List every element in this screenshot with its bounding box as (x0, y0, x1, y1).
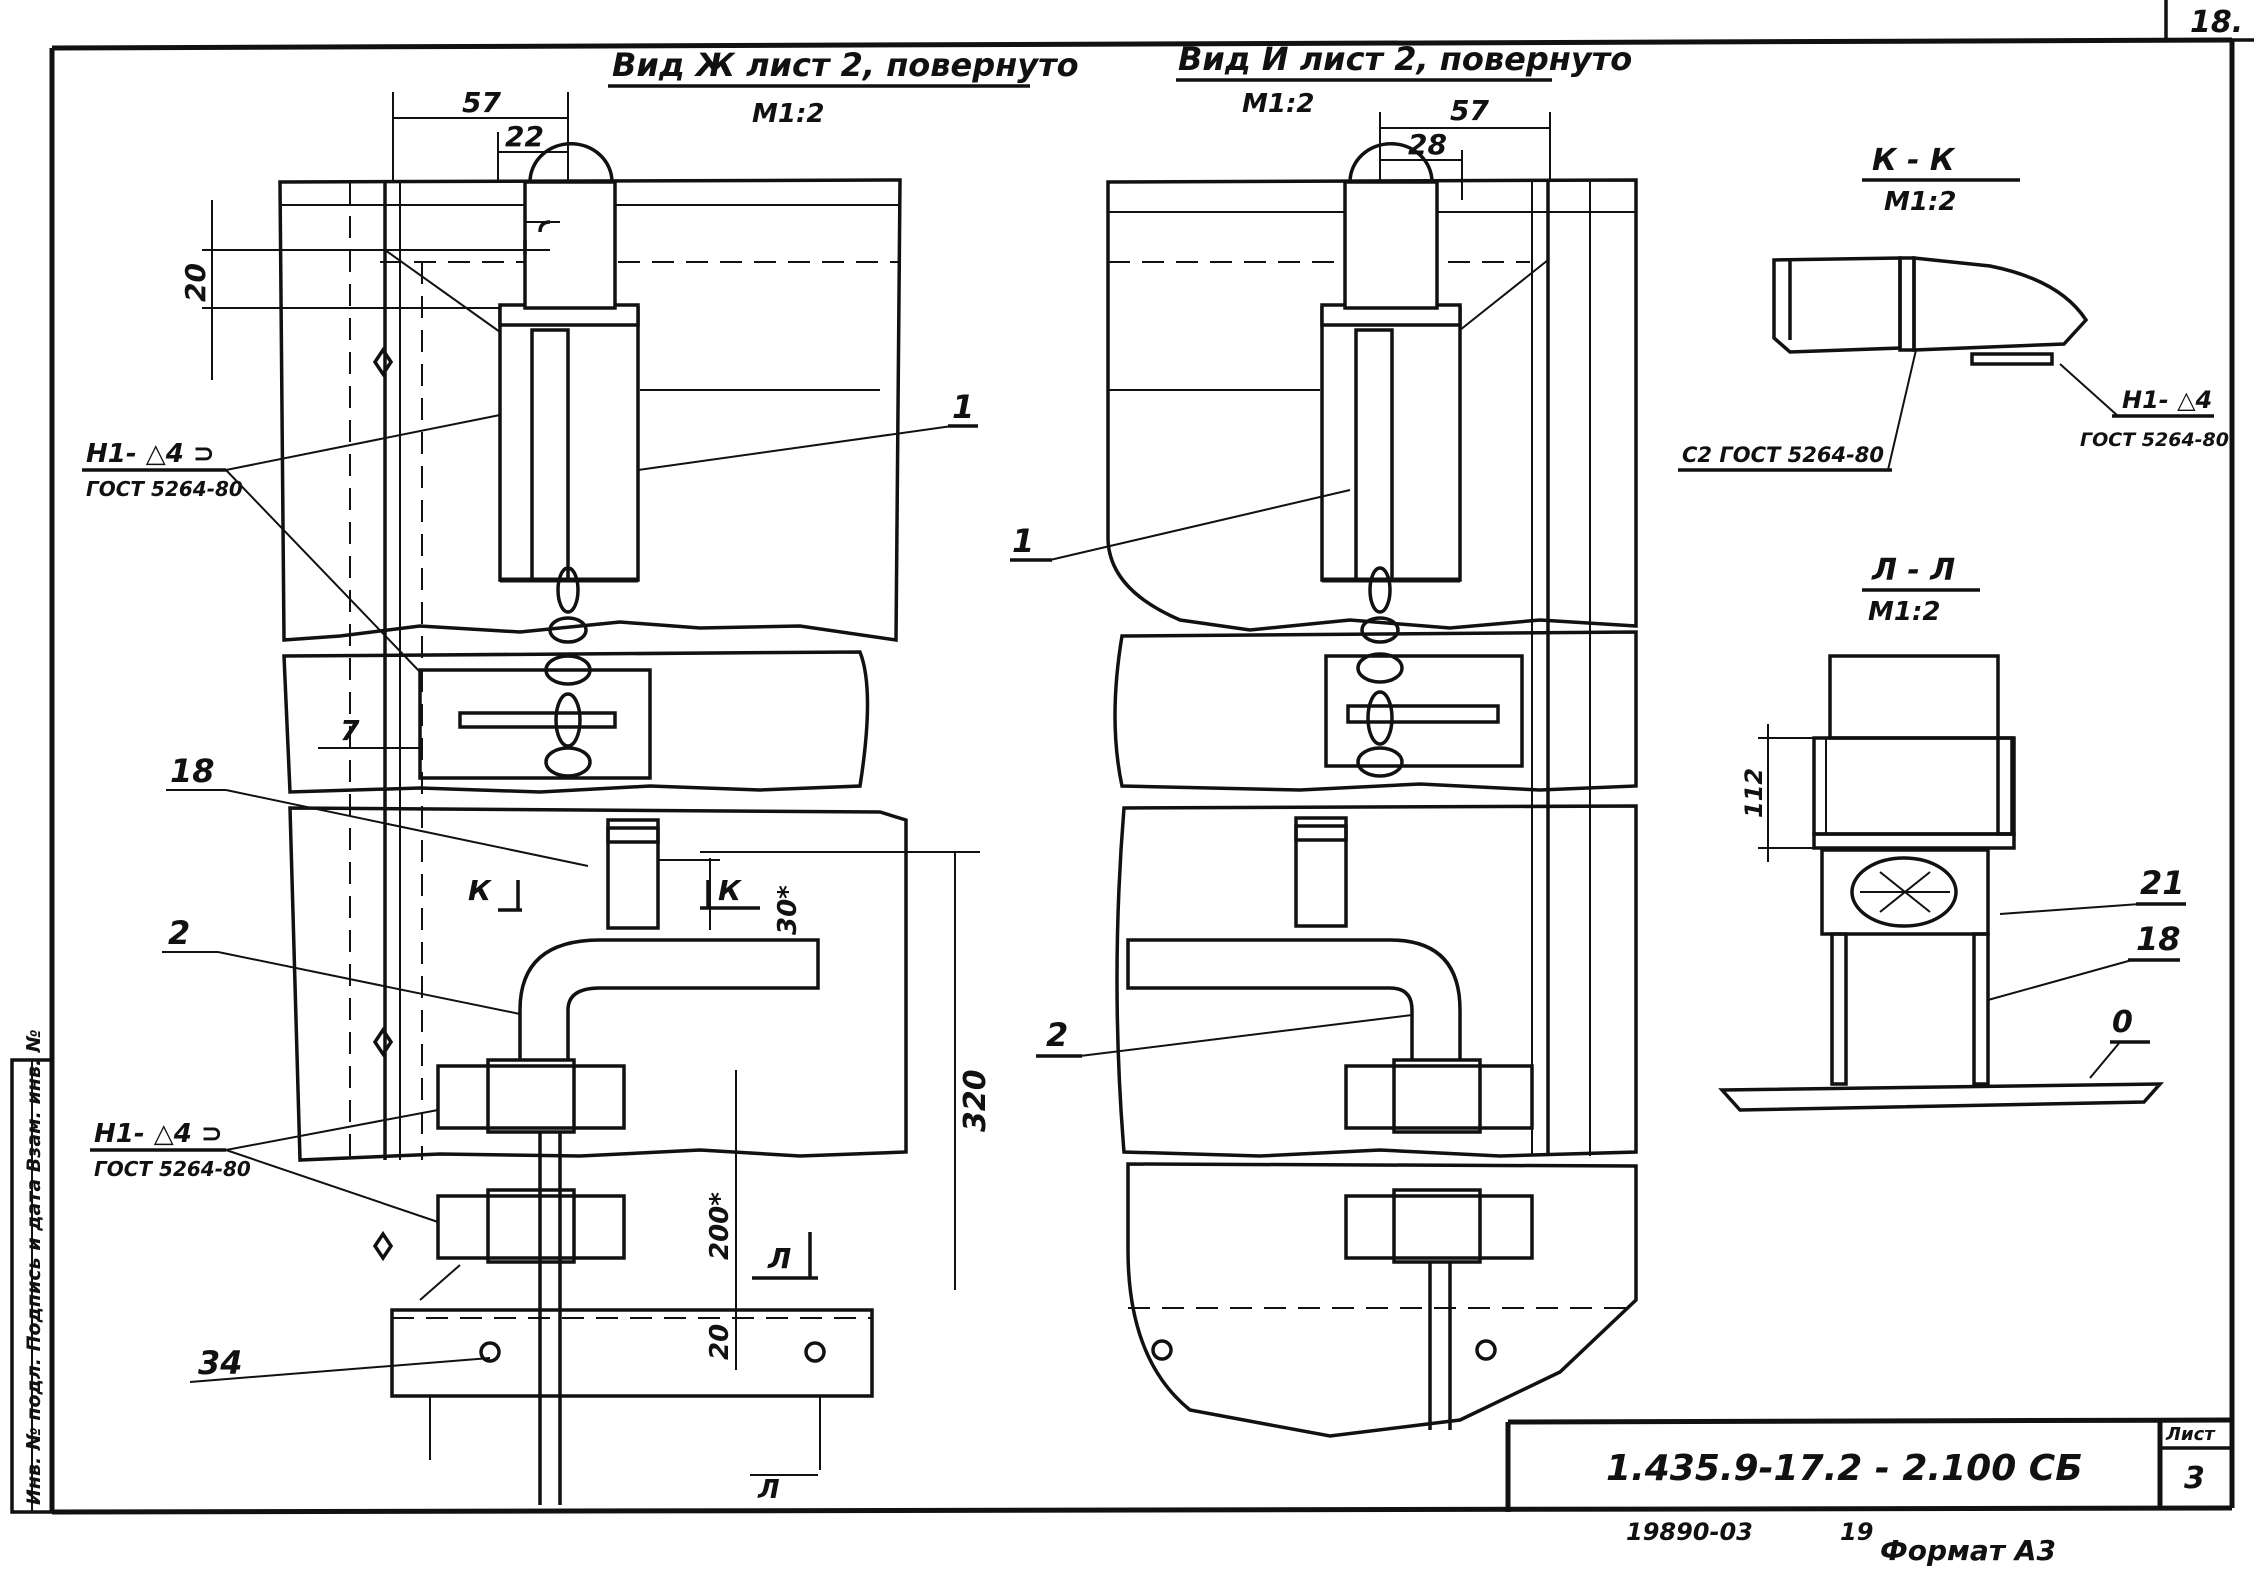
view-i-scale: M1:2 (1242, 89, 1314, 119)
dim-zh-20b: 20 (705, 1324, 735, 1360)
sheet-label: Лист (2165, 1424, 2216, 1445)
section-mark-l-bottom: Л (757, 1475, 780, 1505)
dim-zh-22: 22 (505, 120, 544, 153)
footer-format: Формат А3 (1880, 1534, 2056, 1567)
callout-zh-2: 2 (168, 914, 190, 952)
dim-zh-20: 20 (179, 263, 212, 302)
footer-num: 19 (1840, 1518, 1873, 1546)
dim-zh-200: 200* (705, 1192, 735, 1260)
view-i: Вид И лист 2, повернуто M1:2 (1010, 40, 1638, 1438)
sheet-number: 18. (2190, 5, 2243, 40)
sheet-value: 3 (2184, 1461, 2205, 1496)
weld-kk-std: ГОСТ 5264-80 (2080, 429, 2229, 451)
section-kk-scale: M1:2 (1884, 187, 1956, 217)
section-kk: К - К M1:2 С2 ГОСТ 5264-80 Н1- △4 ГОСТ 5… (1678, 143, 2229, 472)
weld-left-top-std: ГОСТ 5264-80 (86, 477, 243, 501)
section-ll: Л - Л M1:2 112 21 18 0 (1718, 553, 2186, 1112)
section-kk-title: К - К (1872, 143, 1956, 178)
callout-ll-18: 18 (2136, 920, 2181, 958)
sheet-frame (49, 0, 2254, 1515)
callout-zh-1: 1 (952, 388, 974, 426)
chain-links (544, 566, 592, 778)
callout-i-1: 1 (1012, 522, 1034, 560)
dim-zh-7: 7 (340, 714, 360, 747)
dim-ll-112: 112 (1740, 768, 1768, 818)
view-zh-title: Вид Ж лист 2, повернуто (612, 46, 1079, 84)
section-ll-scale: M1:2 (1868, 597, 1940, 627)
callout-i-2: 2 (1046, 1016, 1068, 1054)
weld-left-bottom-symbol: Н1- △4 ⊃ (94, 1119, 223, 1149)
view-i-title: Вид И лист 2, повернуто (1178, 40, 1632, 78)
section-mark-l-mid: Л (767, 1242, 791, 1275)
view-zh-scale: M1:2 (752, 99, 824, 129)
side-stamp-text: Инв. № подл. Подпись и дата Взам. инв. № (23, 1029, 45, 1505)
title-block: 1.435.9-17.2 - 2.100 СБ Лист 3 (1505, 1417, 2233, 1512)
footer-code: 19890-03 (1626, 1518, 1753, 1546)
view-zh: Вид Ж лист 2, повернуто M1:2 (82, 46, 1079, 1505)
dim-zh-57: 57 (462, 86, 501, 119)
side-stamp: Инв. № подл. Подпись и дата Взам. инв. № (10, 1029, 54, 1514)
weld-kk-c2: С2 ГОСТ 5264-80 (1682, 443, 1884, 467)
section-mark-k-left: К (468, 874, 493, 907)
dim-i-57: 57 (1450, 94, 1489, 127)
callout-zh-18: 18 (170, 752, 215, 790)
weld-left-bottom-std: ГОСТ 5264-80 (94, 1157, 251, 1181)
weld-left-top-symbol: Н1- △4 ⊃ (86, 439, 215, 469)
callout-ll-0: 0 (2112, 1005, 2133, 1040)
section-ll-title: Л - Л (1871, 553, 1955, 588)
dim-zh-30: 30* (773, 885, 803, 935)
callout-zh-34: 34 (198, 1344, 243, 1382)
callout-ll-21: 21 (2140, 864, 2185, 902)
section-mark-k-right: К (718, 874, 743, 907)
doc-number: 1.435.9-17.2 - 2.100 СБ (1606, 1448, 2083, 1489)
dim-zh-320: 320 (958, 1069, 993, 1132)
chain-links-i (1356, 566, 1404, 778)
dim-i-28: 28 (1408, 128, 1447, 161)
weld-kk-symbol: Н1- △4 (2122, 386, 2212, 414)
